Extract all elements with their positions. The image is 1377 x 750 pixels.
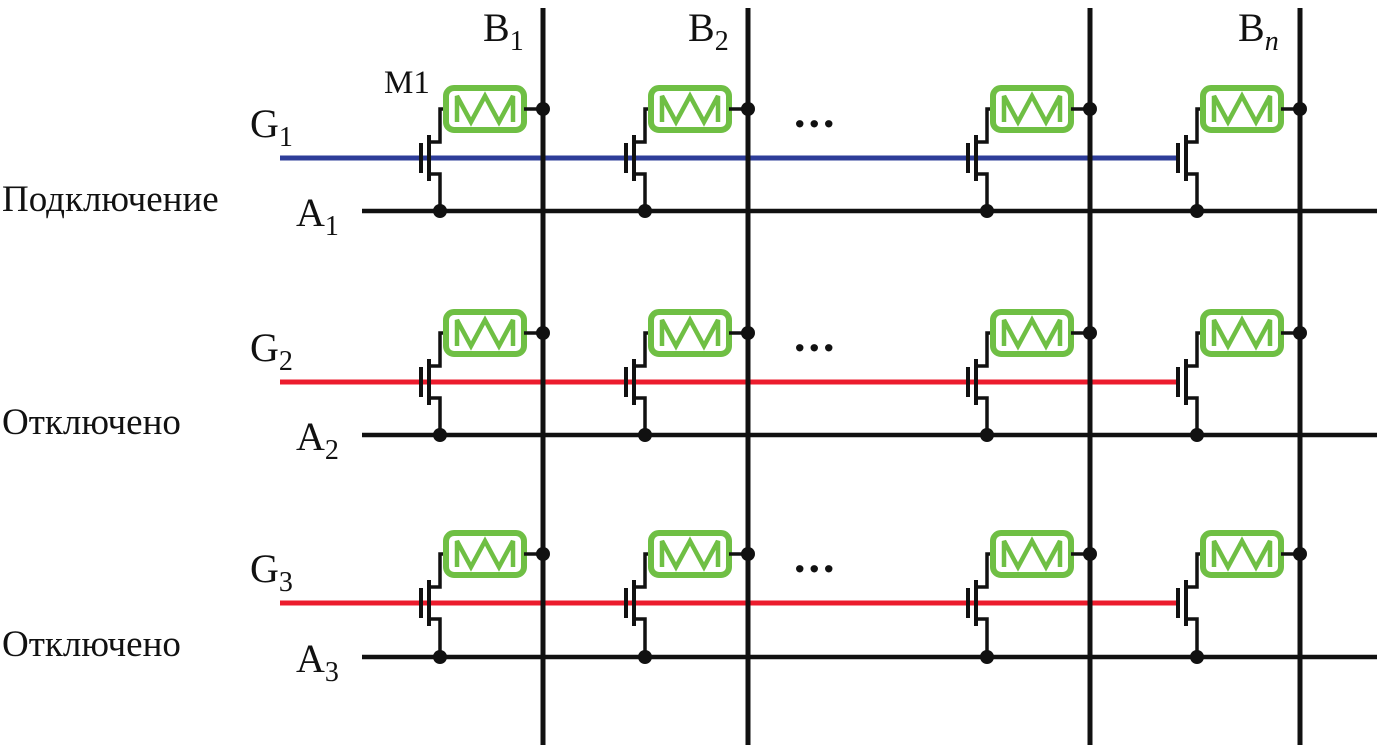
junction-dot-accessline-3-4 (1190, 650, 1204, 664)
ellipsis-row-3: ... (794, 531, 838, 582)
transistor-source-wire-2-4 (1186, 396, 1199, 435)
junction-dot-bitline-2-1 (536, 326, 550, 340)
memristor-zigzag-1-4 (1211, 91, 1273, 127)
junction-dot-bitline-1-1 (536, 102, 550, 116)
junction-dot-bitline-1-2 (741, 102, 755, 116)
gate-label-g2-sub: 2 (279, 346, 293, 377)
transistor-source-wire-3-1 (429, 617, 442, 657)
access-label-a3: A3 (296, 636, 339, 688)
row-state-label-1: Подключение (2, 179, 219, 220)
access-label-a3-sub: 3 (325, 657, 339, 688)
transistor-source-wire-1-2 (634, 172, 647, 211)
transistor-source-wire-3-4 (1186, 617, 1199, 657)
ellipsis-row-1: ... (794, 86, 838, 137)
row-state-label-3: Отключено (2, 624, 181, 665)
memristor-zigzag-3-1 (454, 536, 516, 572)
access-label-a1-main: A (296, 190, 325, 235)
transistor-source-wire-3-3 (976, 617, 989, 657)
access-label-a2: A2 (296, 414, 339, 466)
junction-dot-accessline-2-2 (638, 428, 652, 442)
memristor-zigzag-1-1 (454, 91, 516, 127)
junction-dot-bitline-3-2 (741, 547, 755, 561)
junction-dot-bitline-2-4 (1293, 326, 1307, 340)
gate-label-g1: G1 (250, 101, 293, 153)
wire-layer (280, 8, 1377, 745)
bitline-label-b1-main: B (483, 5, 510, 50)
junction-dot-bitline-1-4 (1293, 102, 1307, 116)
memristor-zigzag-2-1 (454, 315, 516, 351)
gate-label-g3: G3 (250, 546, 293, 598)
junction-dot-accessline-2-3 (980, 428, 994, 442)
memristor-zigzag-2-3 (1001, 315, 1063, 351)
access-label-a3-main: A (296, 636, 325, 681)
junction-dot-bitline-3-1 (536, 547, 550, 561)
junction-dot-accessline-3-1 (433, 650, 447, 664)
bitline-label-b2-main: B (688, 5, 715, 50)
bitline-label-b1: B1 (483, 5, 524, 57)
junction-dot-accessline-2-1 (433, 428, 447, 442)
access-label-a2-sub: 2 (325, 435, 339, 466)
transistor-source-wire-1-4 (1186, 172, 1199, 211)
memristor-zigzag-3-3 (1001, 536, 1063, 572)
transistor-source-wire-2-2 (634, 396, 647, 435)
junction-dot-bitline-3-4 (1293, 547, 1307, 561)
junction-dot-bitline-2-2 (741, 326, 755, 340)
memristor-zigzag-1-3 (1001, 91, 1063, 127)
memristor-label-m1: M1 (384, 65, 430, 101)
junction-dot-bitline-2-3 (1083, 326, 1097, 340)
gate-label-g2: G2 (250, 325, 293, 377)
memristor-zigzag-1-2 (659, 91, 721, 127)
gate-label-g3-sub: 3 (279, 567, 293, 598)
bitline-label-b2-sub: 2 (715, 26, 729, 57)
memristor-zigzag-3-2 (659, 536, 721, 572)
bitline-label-bn-sub: n (1265, 26, 1279, 57)
transistor-source-wire-2-1 (429, 396, 442, 435)
access-label-a2-main: A (296, 414, 325, 459)
transistor-source-wire-2-3 (976, 396, 989, 435)
junction-dot-accessline-3-2 (638, 650, 652, 664)
memristor-zigzag-2-4 (1211, 315, 1273, 351)
junction-dot-bitline-3-3 (1083, 547, 1097, 561)
memristor-zigzag-2-2 (659, 315, 721, 351)
bitline-label-b1-sub: 1 (510, 26, 524, 57)
access-label-a1: A1 (296, 190, 339, 242)
row-state-label-2: Отключено (2, 402, 181, 443)
junction-dot-bitline-1-3 (1083, 102, 1097, 116)
memristor-zigzag-3-4 (1211, 536, 1273, 572)
transistor-source-wire-1-1 (429, 172, 442, 211)
gate-label-g1-main: G (250, 101, 279, 146)
bitline-label-bn-main: B (1238, 5, 1265, 50)
junction-dot-accessline-1-2 (638, 204, 652, 218)
transistor-source-wire-3-2 (634, 617, 647, 657)
junction-dot-accessline-2-4 (1190, 428, 1204, 442)
access-label-a1-sub: 1 (325, 211, 339, 242)
gate-label-g1-sub: 1 (279, 122, 293, 153)
junction-dot-accessline-1-1 (433, 204, 447, 218)
gate-label-g3-main: G (250, 546, 279, 591)
junction-dot-accessline-1-4 (1190, 204, 1204, 218)
junction-dot-accessline-1-3 (980, 204, 994, 218)
bitline-label-bn: Bn (1238, 5, 1279, 57)
transistor-source-wire-1-3 (976, 172, 989, 211)
junction-dot-accessline-3-3 (980, 650, 994, 664)
gate-label-g2-main: G (250, 325, 279, 370)
bitline-label-b2: B2 (688, 5, 729, 57)
ellipsis-row-2: ... (794, 310, 838, 361)
